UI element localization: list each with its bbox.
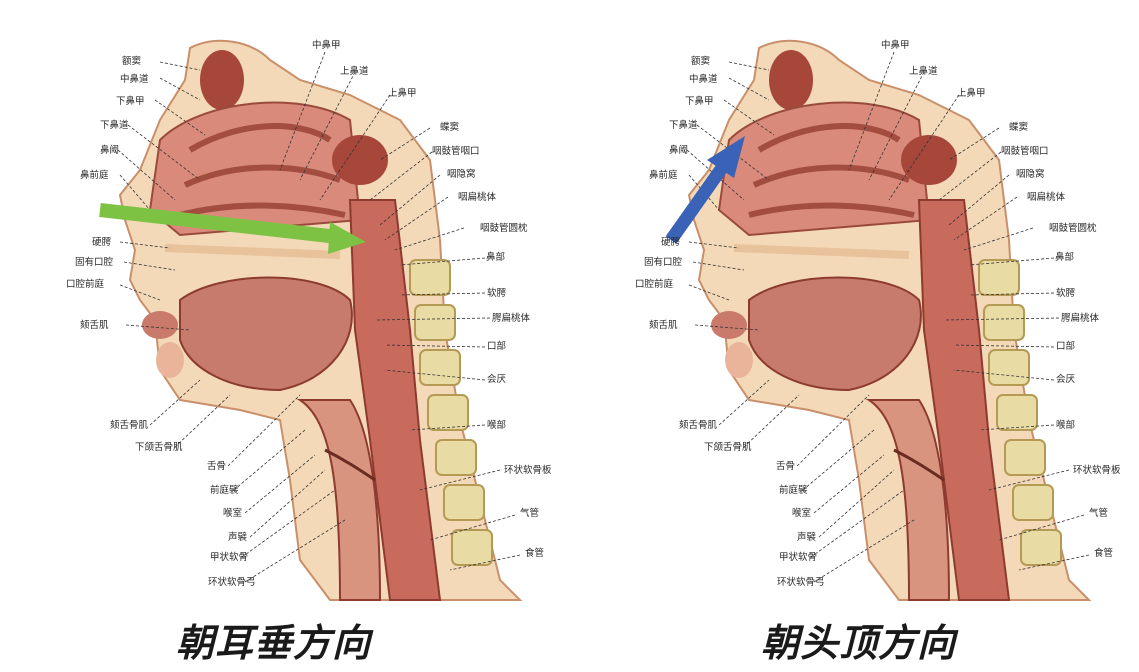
label-sphenoid-sinus: 蝶窦 [440, 122, 460, 133]
label-geniohyoid: 颏舌骨肌 [679, 420, 718, 431]
label-middle-meatus: 中鼻道 [120, 74, 149, 85]
label-middle-concha: 中鼻甲 [881, 40, 910, 51]
panel-caption: 朝耳垂方向 [176, 621, 372, 665]
label-pharyngeal-opening-auditory-tube: 咽鼓管咽口 [1001, 146, 1049, 157]
direction-arrow [665, 136, 745, 244]
anatomy-illustration [665, 39, 1092, 601]
label-pharyngeal-recess: 咽隐窝 [447, 169, 476, 180]
label-pharyngeal-tonsil: 咽扁桃体 [1027, 192, 1066, 203]
label-torus-tubarius: 咽鼓管圆枕 [480, 223, 528, 234]
label-pharyngeal-tonsil: 咽扁桃体 [458, 192, 497, 203]
label-epiglottis: 会厌 [487, 374, 507, 385]
label-limen-nasi: 鼻阈 [669, 145, 689, 156]
label-trachea: 气管 [520, 508, 540, 519]
label-vestibular-fold: 前庭襞 [779, 485, 808, 496]
label-geniohyoid: 颏舌骨肌 [110, 420, 149, 431]
label-oral-cavity-proper: 固有口腔 [644, 257, 683, 268]
label-thyroid-cartilage: 甲状软骨 [779, 552, 818, 563]
label-epiglottis: 会厌 [1056, 374, 1076, 385]
label-inferior-concha: 下鼻甲 [685, 96, 714, 107]
label-pharyngeal-recess: 咽隐窝 [1016, 169, 1045, 180]
label-middle-concha: 中鼻甲 [312, 40, 341, 51]
label-frontal-sinus: 额窦 [691, 56, 711, 67]
label-laryngeal-ventricle: 喉室 [223, 508, 243, 519]
label-esophagus: 食管 [525, 548, 545, 559]
label-superior-concha: 上鼻甲 [388, 88, 417, 99]
label-hyoid: 舌骨 [776, 461, 796, 472]
label-genioglossus: 颏舌肌 [649, 320, 678, 331]
label-laryngopharynx: 喉部 [1056, 420, 1076, 431]
label-sphenoid-sinus: 蝶窦 [1009, 122, 1029, 133]
label-vocal-fold: 声襞 [228, 532, 248, 543]
label-inferior-meatus: 下鼻道 [100, 120, 129, 131]
label-superior-concha: 上鼻甲 [957, 88, 986, 99]
label-oropharynx: 口部 [1056, 341, 1076, 352]
label-superior-meatus: 上鼻道 [340, 66, 369, 77]
label-soft-palate: 软腭 [1056, 288, 1076, 299]
diagram-panel-left: 额窦 中鼻道 下鼻甲 下鼻道 鼻阈 鼻前庭 硬腭 固有口腔 口腔前庭 颏舌肌 颏… [0, 0, 569, 672]
label-oral-vestibule: 口腔前庭 [635, 279, 674, 290]
label-limen-nasi: 鼻阈 [100, 145, 120, 156]
label-hard-palate: 硬腭 [92, 237, 112, 248]
label-hyoid: 舌骨 [207, 461, 227, 472]
label-oropharynx: 口部 [487, 341, 507, 352]
label-cricoid-arch: 环状软骨弓 [777, 577, 825, 588]
panel-caption: 朝头顶方向 [761, 621, 957, 665]
label-genioglossus: 颏舌肌 [80, 320, 109, 331]
label-oral-vestibule: 口腔前庭 [66, 279, 105, 290]
label-vocal-fold: 声襞 [797, 532, 817, 543]
label-palatine-tonsil: 腭扁桃体 [492, 313, 531, 324]
label-nasal-vestibule: 鼻前庭 [649, 170, 678, 181]
label-thyroid-cartilage: 甲状软骨 [210, 552, 249, 563]
label-hard-palate: 硬腭 [661, 237, 681, 248]
label-mylohyoid: 下颌舌骨肌 [704, 442, 752, 453]
label-palatine-tonsil: 腭扁桃体 [1061, 313, 1100, 324]
label-vestibular-fold: 前庭襞 [210, 485, 239, 496]
label-mylohyoid: 下颌舌骨肌 [135, 442, 183, 453]
label-nasopharynx: 鼻部 [1055, 252, 1075, 263]
label-laryngeal-ventricle: 喉室 [792, 508, 812, 519]
label-torus-tubarius: 咽鼓管圆枕 [1049, 223, 1097, 234]
label-trachea: 气管 [1089, 508, 1109, 519]
anatomy-illustration [99, 39, 523, 601]
label-nasopharynx: 鼻部 [486, 252, 506, 263]
label-laryngopharynx: 喉部 [487, 420, 507, 431]
label-esophagus: 食管 [1094, 548, 1114, 559]
label-soft-palate: 软腭 [487, 288, 507, 299]
label-middle-meatus: 中鼻道 [689, 74, 718, 85]
label-inferior-concha: 下鼻甲 [116, 96, 145, 107]
label-cricoid-arch: 环状软骨弓 [208, 577, 256, 588]
label-nasal-vestibule: 鼻前庭 [80, 170, 109, 181]
label-frontal-sinus: 额窦 [122, 56, 142, 67]
label-superior-meatus: 上鼻道 [909, 66, 938, 77]
direction-arrow [99, 203, 366, 254]
diagram-panel-right: 额窦 中鼻道 下鼻甲 下鼻道 鼻阈 鼻前庭 硬腭 固有口腔 口腔前庭 颏舌肌 颏… [569, 0, 1138, 672]
label-pharyngeal-opening-auditory-tube: 咽鼓管咽口 [432, 146, 480, 157]
label-cricoid-lamina: 环状软骨板 [504, 465, 552, 476]
label-cricoid-lamina: 环状软骨板 [1073, 465, 1121, 476]
label-oral-cavity-proper: 固有口腔 [75, 257, 114, 268]
label-inferior-meatus: 下鼻道 [669, 120, 698, 131]
